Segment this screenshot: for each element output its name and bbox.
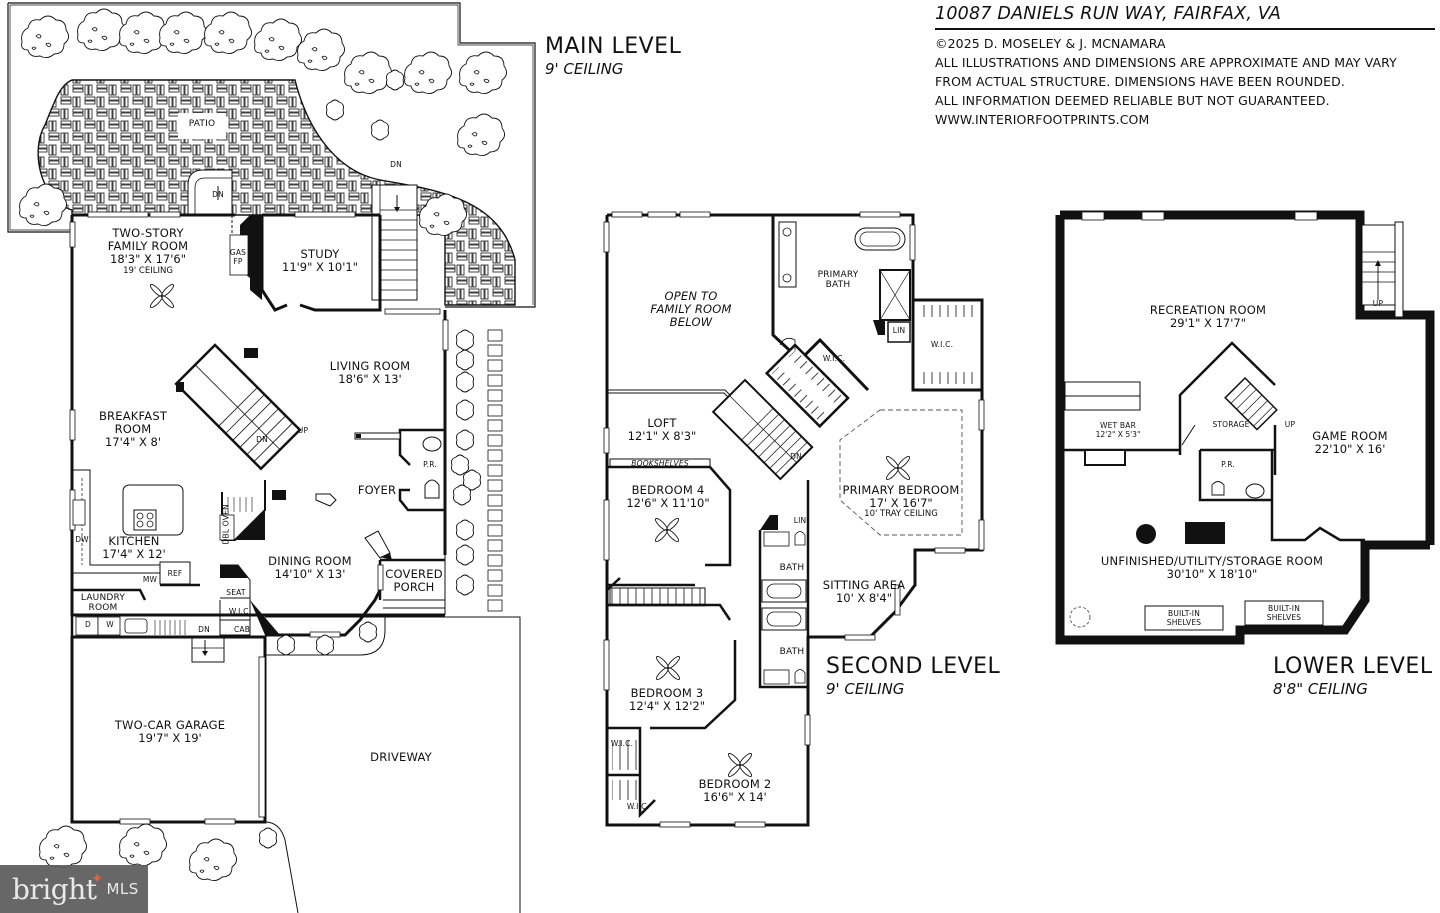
stair-down-label: DN	[256, 435, 268, 444]
lower-stair-up-label-1: UP	[1372, 299, 1384, 308]
room-game: GAME ROOM 22'10" X 16'	[1312, 429, 1388, 457]
room-breakfast: BREAKFAST ROOM 17'4" X 8'	[98, 409, 168, 450]
room-powder-lower: P.R.	[1221, 460, 1235, 469]
room-primary-bedroom: PRIMARY BEDROOM 17' X 16'7" 10' TRAY CEI…	[842, 483, 960, 520]
disclaimer-line-2: FROM ACTUAL STRUCTURE. DIMENSIONS HAVE B…	[935, 74, 1345, 89]
fixture-seat: SEAT	[226, 588, 246, 597]
room-recreation: RECREATION ROOM 29'1" X 17'7"	[1149, 303, 1267, 331]
second-level-ceiling: 9' CEILING	[826, 680, 905, 698]
main-level-title: MAIN LEVEL 9' CEILING	[545, 34, 681, 78]
room-garage: TWO-CAR GARAGE 19'7" X 19'	[114, 718, 226, 746]
second-level-title: SECOND LEVEL 9' CEILING	[826, 654, 1000, 698]
room-loft: LOFT 12'1" X 8'3"	[627, 416, 697, 444]
room-sitting-area: SITTING AREA 10' X 8'4"	[822, 578, 906, 606]
room-patio: PATIO	[188, 119, 216, 129]
lower-level-heading: LOWER LEVEL	[1273, 654, 1433, 679]
main-level-ceiling: 9' CEILING	[545, 60, 624, 78]
deck-stair-down-label: DN	[390, 160, 402, 169]
lower-level-title: LOWER LEVEL 8'8" CEILING	[1273, 654, 1433, 698]
room-powder-main: P.R.	[423, 460, 437, 469]
room-wic-bedroom-2: W.I.C.	[626, 802, 650, 811]
room-family-room: TWO-STORY FAMILY ROOM 18'3" X 17'6" 19' …	[107, 226, 189, 276]
room-primary-bath: PRIMARY BATH	[817, 270, 859, 291]
lower-level-plan	[1055, 210, 1435, 645]
fixture-dishwasher: DW	[75, 535, 89, 544]
driveway: DRIVEWAY	[370, 750, 432, 764]
room-utility: UNFINISHED/UTILITY/STORAGE ROOM 30'10" X…	[1100, 554, 1324, 582]
room-bath-hall-2: BATH	[779, 647, 805, 657]
gas-fireplace: GAS FP	[229, 248, 247, 266]
room-bedroom-4: BEDROOM 4 12'6" X 11'10"	[626, 483, 710, 511]
second-level-plan	[603, 211, 985, 828]
title-block: 10087 DANIELS RUN WAY, FAIRFAX, VA ©2025…	[935, 4, 1435, 127]
room-bedroom-2: BEDROOM 2 16'6" X 14'	[698, 777, 772, 805]
room-bedroom-3: BEDROOM 3 12'4" X 12'2"	[629, 686, 705, 714]
room-wic-primary-center: W.I.C.	[822, 354, 846, 363]
room-living-room: LIVING ROOM 18'6" X 13'	[329, 359, 411, 387]
disclaimer-line-3: ALL INFORMATION DEEMED RELIABLE BUT NOT …	[935, 93, 1330, 108]
lower-level-ceiling: 8'8" CEILING	[1273, 680, 1368, 698]
room-laundry: LAUNDRY ROOM	[80, 593, 126, 614]
built-in-shelves-1: BUILT-IN SHELVES	[1166, 609, 1202, 627]
room-dining: DINING ROOM 14'10" X 13'	[268, 554, 352, 582]
room-bath-hall-1: BATH	[779, 563, 805, 573]
room-wic-bedroom-3: W.I.C.	[610, 739, 634, 748]
room-covered-porch: COVERED PORCH	[385, 567, 443, 595]
room-wic-main: W.I.C.	[228, 607, 252, 616]
second-level-heading: SECOND LEVEL	[826, 654, 1001, 679]
watermark-suffix: MLS	[106, 880, 139, 898]
room-storage: STORAGE	[1212, 420, 1250, 429]
linen-closet-hall: LIN	[793, 516, 807, 525]
bright-mls-watermark: bright✦ MLS	[0, 865, 148, 913]
main-level-heading: MAIN LEVEL	[545, 34, 682, 59]
room-foyer: FOYER	[357, 483, 397, 497]
room-study: STUDY 11'9" X 10'1"	[282, 247, 358, 275]
fixture-cabinet: CAB	[233, 625, 251, 634]
disclaimer-line-1: ALL ILLUSTRATIONS AND DIMENSIONS ARE APP…	[935, 55, 1397, 70]
main-level-plan	[7, 2, 536, 913]
open-to-below: OPEN TO FAMILY ROOM BELOW	[650, 289, 732, 330]
patio-stair-down-label: DN	[212, 190, 224, 199]
fixture-washer: W	[106, 620, 114, 629]
property-address: 10087 DANIELS RUN WAY, FAIRFAX, VA	[935, 4, 1435, 30]
fixture-refrigerator: REF	[167, 569, 183, 578]
second-stair-down-label: DN	[790, 452, 802, 461]
room-wic-primary-right: W.I.C.	[930, 340, 954, 349]
fixture-dryer: D	[85, 620, 91, 629]
built-in-shelves-2: BUILT-IN SHELVES	[1266, 604, 1302, 622]
watermark-brand: bright✦	[12, 870, 103, 906]
fixture-microwave: MW	[142, 575, 158, 584]
lower-stair-up-label-2: UP	[1284, 420, 1296, 429]
stair-up-label: UP	[297, 426, 309, 435]
copyright-notice: ©2025 D. MOSELEY & J. MCNAMARA	[935, 36, 1166, 51]
fixture-double-oven: DBL OVEN	[221, 504, 231, 545]
garage-stair-down-label: DN	[198, 625, 210, 634]
room-kitchen: KITCHEN 17'4" X 12'	[102, 534, 166, 562]
linen-closet-primary: LIN	[892, 326, 906, 335]
bookshelves: BOOKSHELVES	[631, 459, 689, 468]
website-link[interactable]: WWW.INTERIORFOOTPRINTS.COM	[935, 112, 1150, 127]
room-wet-bar: WET BAR 12'2" X 5'3"	[1095, 421, 1141, 439]
